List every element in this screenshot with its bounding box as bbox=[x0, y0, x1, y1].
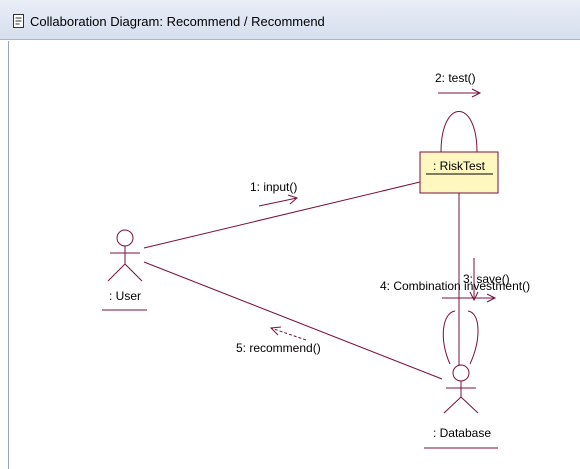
collaboration-diagram: : RiskTest : User : Database bbox=[102, 71, 530, 449]
self-link-database[interactable] bbox=[442, 310, 479, 365]
link-user-risktest[interactable] bbox=[143, 181, 421, 249]
risktest-label: : RiskTest bbox=[433, 159, 486, 173]
message-3-label: 3: save() bbox=[463, 272, 510, 286]
self-link-risktest[interactable] bbox=[440, 111, 478, 153]
message-1-input[interactable]: 1: input() bbox=[250, 180, 298, 207]
message-2-label: 2: test() bbox=[435, 71, 476, 85]
collaboration-diagram-icon bbox=[13, 14, 24, 28]
user-label: : User bbox=[109, 289, 141, 303]
message-3-save[interactable]: 3: save() bbox=[463, 258, 510, 302]
message-4-combination-investment[interactable]: 4: Combination investment() bbox=[380, 279, 530, 303]
message-5-label: 5: recommend() bbox=[236, 341, 321, 355]
database-actor[interactable]: : Database bbox=[424, 364, 498, 449]
window-title: Collaboration Diagram: Recommend / Recom… bbox=[30, 14, 325, 29]
message-1-label: 1: input() bbox=[250, 180, 297, 194]
message-5-recommend[interactable]: 5: recommend() bbox=[236, 326, 321, 355]
link-user-database[interactable] bbox=[143, 261, 443, 380]
diagram-canvas[interactable]: : RiskTest : User : Database bbox=[8, 41, 580, 469]
user-actor[interactable]: : User bbox=[102, 229, 147, 311]
risktest-object[interactable]: : RiskTest bbox=[419, 151, 499, 194]
message-4-label: 4: Combination investment() bbox=[380, 279, 530, 293]
message-2-test[interactable]: 2: test() bbox=[435, 71, 482, 98]
database-label: : Database bbox=[433, 426, 491, 440]
title-bar[interactable]: Collaboration Diagram: Recommend / Recom… bbox=[0, 0, 580, 40]
